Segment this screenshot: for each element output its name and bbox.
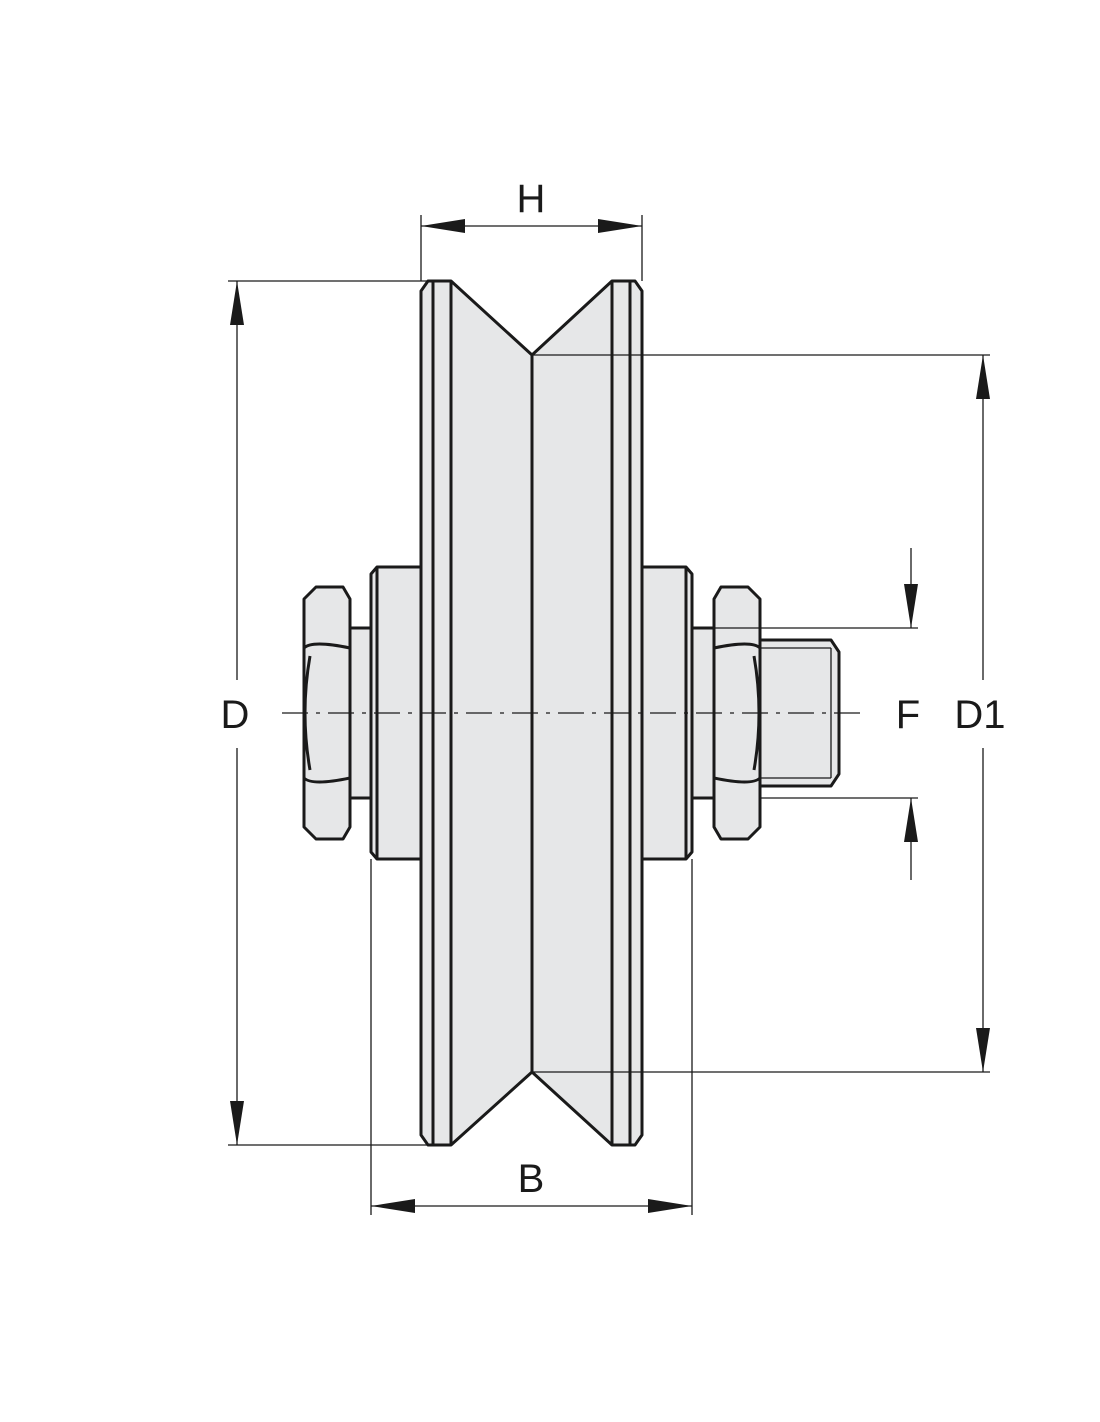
dimension-f <box>714 548 918 880</box>
label-d1: D1 <box>954 693 1005 737</box>
label-f: F <box>896 693 920 737</box>
dimension-d1 <box>532 354 990 1073</box>
dimension-h <box>420 215 643 281</box>
right-hex-nut <box>712 585 762 841</box>
dimension-b <box>370 859 693 1215</box>
dimension-d <box>228 280 428 1146</box>
label-h: H <box>517 177 546 221</box>
label-d: D <box>221 693 250 737</box>
label-b: B <box>518 1157 545 1201</box>
